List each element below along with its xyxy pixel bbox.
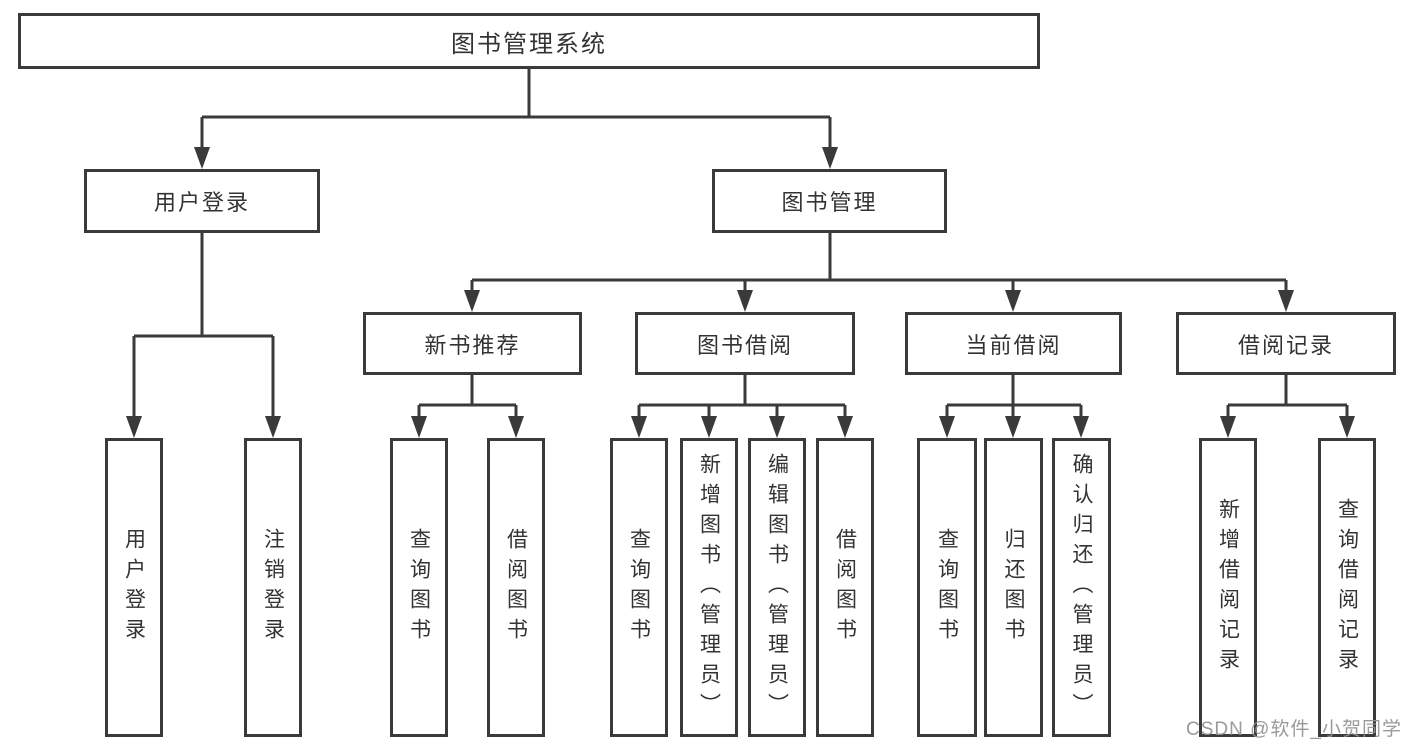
node-current-borrowing: 当前借阅 [905, 312, 1122, 375]
node-label: 用户登录 [153, 190, 250, 215]
leaf-logout-login: 注销登录 [244, 438, 302, 737]
node-label: 查询借阅记录 [1335, 497, 1359, 678]
leaf-add-books-admin: 新增图书（管理员） [680, 438, 738, 737]
node-label: 图书管理 [781, 190, 878, 215]
node-book-management-system: 图书管理系统 [18, 13, 1040, 69]
node-label: 借阅图书 [833, 527, 857, 648]
node-label: 查询图书 [407, 527, 431, 648]
leaf-add-borrow-record: 新增借阅记录 [1199, 438, 1257, 737]
node-label: 图书借阅 [696, 332, 793, 358]
leaf-query-books-recommend: 查询图书 [390, 438, 448, 737]
node-label: 注销登录 [261, 527, 285, 648]
node-label: 借阅图书 [504, 527, 528, 648]
leaf-return-books: 归还图书 [984, 438, 1043, 737]
node-label: 新书推荐 [424, 332, 521, 358]
leaf-query-borrow-record: 查询借阅记录 [1318, 438, 1376, 737]
leaf-query-books-borrowing: 查询图书 [610, 438, 668, 737]
node-label: 用户登录 [122, 527, 146, 648]
node-label: 归还图书 [1002, 527, 1025, 648]
leaf-confirm-return-admin: 确认归还（管理员） [1052, 438, 1111, 737]
node-label: 编辑图书（管理员） [765, 452, 789, 723]
leaf-edit-books-admin: 编辑图书（管理员） [748, 438, 806, 737]
node-book-borrowing: 图书借阅 [635, 312, 855, 375]
node-book-management: 图书管理 [712, 169, 947, 233]
node-label: 新增借阅记录 [1216, 497, 1240, 678]
leaf-query-books-current: 查询图书 [917, 438, 977, 737]
node-label: 新增图书（管理员） [697, 452, 721, 723]
leaf-user-login: 用户登录 [105, 438, 163, 737]
leaf-borrow-books-borrowing: 借阅图书 [816, 438, 874, 737]
node-new-book-recommend: 新书推荐 [363, 312, 582, 375]
watermark: CSDN @软件_小贺同学 [1186, 719, 1402, 740]
node-borrowing-records: 借阅记录 [1176, 312, 1396, 375]
node-label: 借阅记录 [1237, 332, 1334, 358]
node-label: 当前借阅 [965, 332, 1062, 358]
node-label: 查询图书 [935, 527, 959, 648]
leaf-borrow-books-recommend: 借阅图书 [487, 438, 545, 737]
node-label: 查询图书 [627, 527, 651, 648]
node-label: 图书管理系统 [451, 30, 607, 58]
node-user-login: 用户登录 [84, 169, 320, 233]
node-label: 确认归还（管理员） [1070, 452, 1093, 723]
